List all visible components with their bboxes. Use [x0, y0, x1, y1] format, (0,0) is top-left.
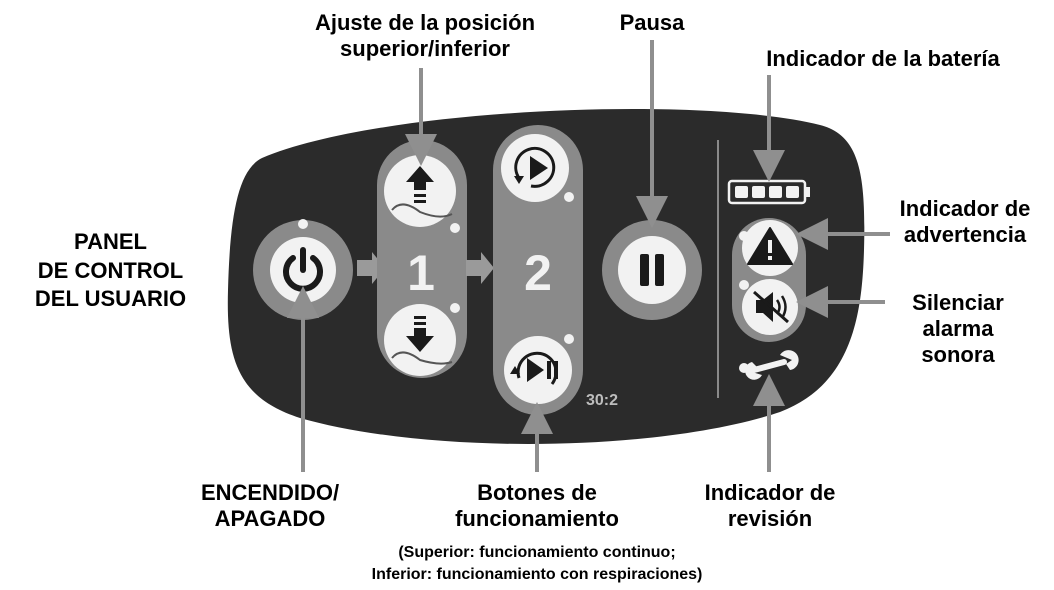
position-down-led [450, 303, 460, 313]
battery-label: Indicador de la batería [766, 46, 1000, 71]
power-led [298, 219, 308, 229]
power-label-line2: APAGADO [214, 505, 326, 531]
power-label-line1: ENCENDIDO/ [200, 480, 340, 505]
continuous-run-led [564, 192, 574, 202]
power-label: ENCENDIDO/ APAGADO [160, 480, 380, 532]
arrow-up-icon [406, 166, 434, 190]
mute-button[interactable] [742, 279, 798, 335]
run-pill [493, 125, 583, 415]
patient-icon [391, 351, 453, 365]
run-label-line1: Botones de [477, 480, 597, 505]
breath-run-icon [510, 351, 558, 385]
pause-button[interactable] [602, 220, 702, 320]
continuous-run-icon [514, 146, 556, 188]
service-label-line1: Indicador de [704, 480, 836, 505]
patient-icon [391, 203, 453, 218]
pause-icon [640, 254, 664, 286]
pause-label: Pausa [619, 10, 685, 35]
mute-icon [753, 290, 789, 324]
position-down-button[interactable] [384, 304, 456, 376]
breath-run-button[interactable] [504, 336, 572, 404]
breath-run-led [564, 334, 574, 344]
warning-label-line2: advertencia [903, 221, 1027, 247]
battery-icon [727, 179, 810, 205]
panel-title-line1: PANEL [74, 229, 147, 254]
position-label: Ajuste de la posición superior/inferior [280, 10, 570, 62]
service-label: Indicador de revisión [690, 480, 850, 532]
callout-arrows [287, 40, 890, 472]
arrow-down-icon [406, 328, 434, 352]
ratio-label: 30:2 [586, 392, 618, 409]
step-2-label: 2 [524, 245, 552, 301]
mute-label: Silenciar alarma sonora [890, 290, 1026, 368]
step-1-label: 1 [407, 245, 435, 301]
mute-label-line1: Silenciar [912, 290, 1004, 315]
warning-icon [747, 227, 793, 265]
mute-label-line3: sonora [921, 341, 995, 367]
mute-led [739, 280, 749, 290]
mute-label-line2: alarma [922, 315, 994, 341]
position-label-line2: superior/inferior [340, 35, 510, 61]
run-note: (Superior: funcionamiento continuo; Infe… [292, 542, 782, 585]
panel-title-line2: DE CONTROL [37, 257, 184, 283]
position-label-line1: Ajuste de la posición [314, 10, 536, 35]
warning-label: Indicador de advertencia [878, 196, 1052, 248]
continuous-run-button[interactable] [501, 134, 569, 202]
panel-title: PANEL DE CONTROL DEL USUARIO [8, 228, 213, 314]
run-label-line2: funcionamiento [455, 505, 619, 531]
panel-title-line3: DEL USUARIO [34, 286, 187, 312]
position-up-led [450, 223, 460, 233]
run-label: Botones de funcionamiento [412, 480, 662, 532]
run-note-line1: (Superior: funcionamiento continuo; [398, 544, 676, 561]
warning-label-line1: Indicador de [899, 196, 1031, 221]
flow-arrow-2 [466, 252, 494, 284]
service-label-line2: revisión [727, 505, 813, 531]
run-note-line2: Inferior: funcionamiento con respiracion… [371, 565, 703, 583]
warning-indicator [742, 220, 798, 276]
position-up-button[interactable] [384, 155, 456, 227]
